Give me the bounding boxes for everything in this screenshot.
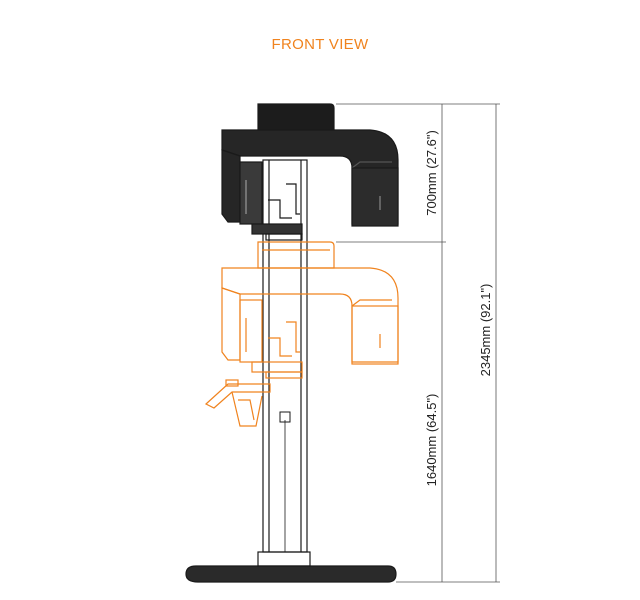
control-panel (279, 411, 291, 423)
dimension-total-label: 2345mm (92.1") (478, 284, 493, 377)
diagram-title: FRONT VIEW (271, 36, 369, 53)
dimension-upper-label: 700mm (27.6") (424, 130, 439, 216)
dimension-lines (336, 103, 500, 583)
dimension-lower-label: 1640mm (64.5") (424, 394, 439, 487)
machine-raised-outline (185, 103, 399, 583)
machine-lowered-outline (204, 241, 399, 427)
